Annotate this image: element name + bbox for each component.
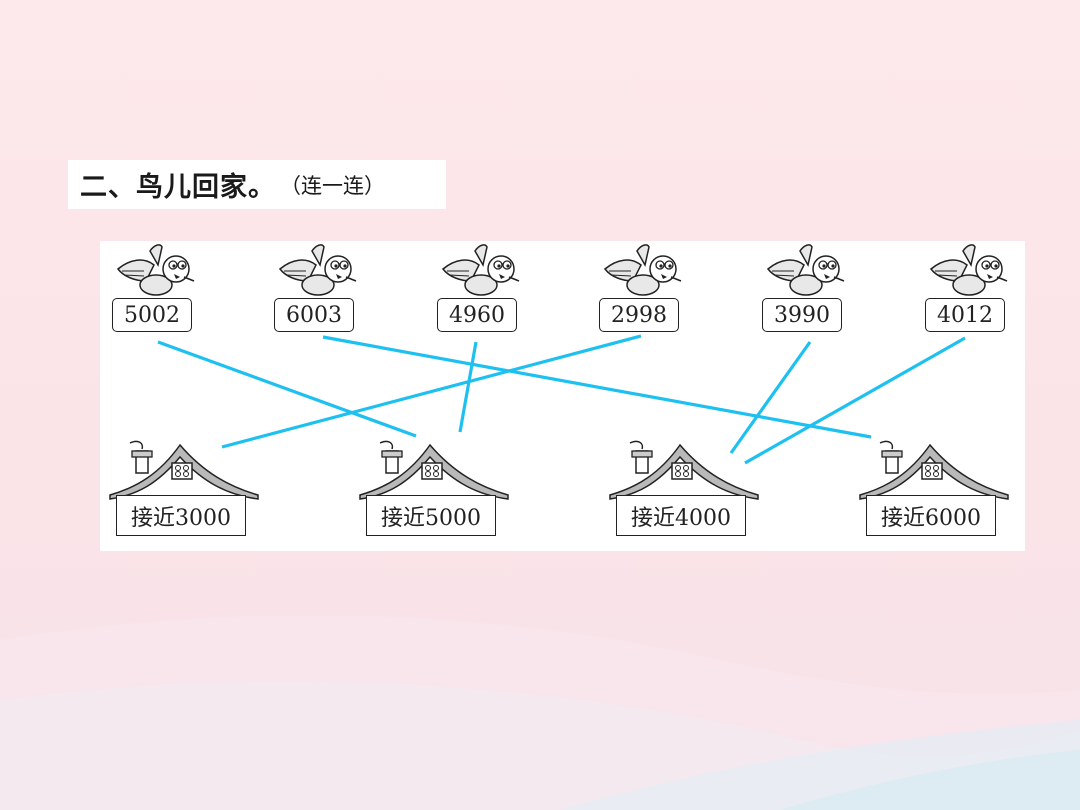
connection-line [744,336,966,465]
bird-icon [929,244,1008,296]
bird-icon [766,244,845,296]
bird-number: 5002 [112,298,192,332]
bird-icon [116,244,195,296]
house-label: 接近6000 [866,495,996,536]
connection-line [157,340,417,438]
house-icon [609,440,759,500]
house-icon [359,440,509,500]
house-label: 接近3000 [116,495,246,536]
bird-number: 2998 [599,298,679,332]
bird-icon [603,244,682,296]
bird-3990: 3990 [760,241,848,341]
house-5000: 接近5000 [358,439,510,539]
bird-number: 6003 [274,298,354,332]
connection-lines [157,334,966,465]
title-main: 二、鸟儿回家。 [80,172,276,203]
bird-4960: 4960 [435,241,523,341]
connection-line [729,341,812,454]
house-icon [109,440,259,500]
connection-line [221,334,642,449]
bird-number: 4960 [437,298,517,332]
house-6000: 接近6000 [858,439,1010,539]
title-instruction: （连一连） [280,173,385,198]
bird-icon [278,244,357,296]
bird-2998: 2998 [597,241,685,341]
bird-icon [441,244,520,296]
connection-line [458,341,478,433]
bird-4012: 4012 [923,241,1011,341]
house-label: 接近5000 [366,495,496,536]
question-title: 二、鸟儿回家。 （连一连） [68,160,446,209]
house-label: 接近4000 [616,495,746,536]
matching-panel: 5002 6003 4960 [100,241,1025,551]
bird-number: 3990 [762,298,842,332]
bird-5002: 5002 [110,241,198,341]
house-3000: 接近3000 [108,439,260,539]
house-icon [859,440,1009,500]
house-4000: 接近4000 [608,439,760,539]
connection-line [322,335,872,439]
bird-6003: 6003 [272,241,360,341]
bird-number: 4012 [925,298,1005,332]
